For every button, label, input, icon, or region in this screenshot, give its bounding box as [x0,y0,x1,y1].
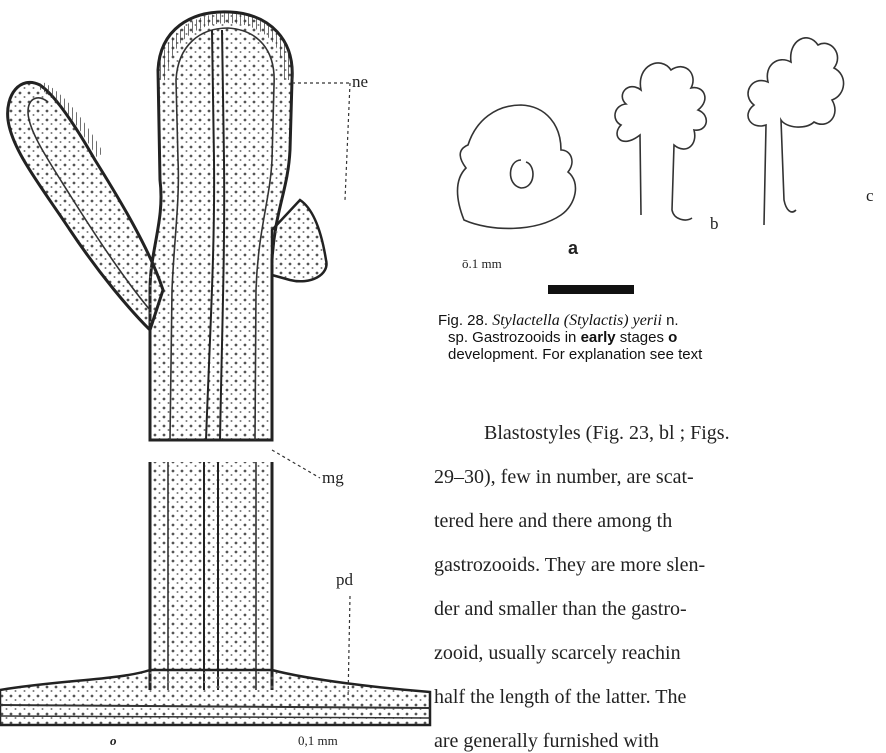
body-line: are generally furnished with [434,730,659,753]
stage-c-outline [748,38,844,225]
scale-bar [548,285,634,294]
stages-figure [436,0,886,300]
body-line: tered here and there among th [434,510,672,533]
body-line: half the length of the latter. The [434,686,686,709]
label-c: c [866,186,874,206]
scale-left-start: o [110,733,117,749]
label-mg: mg [322,468,344,488]
caption-species: Stylactella (Stylactis) yerii [492,312,662,329]
label-ne: ne [352,72,368,92]
tentacle [8,82,163,330]
label-pd: pd [336,570,353,590]
label-b: b [710,214,719,234]
caption-fig: Fig. 28. [438,312,488,329]
stage-b-outline [615,63,706,220]
scale-right-label: ō.1 mm [462,256,502,272]
section-figure [0,0,430,752]
body-line: zooid, usually scarcely reachin [434,642,681,665]
scale-left-end: 0,1 mm [298,733,338,749]
body-line: 29–30), few in number, are scat- [434,466,694,489]
body-line: der and smaller than the gastro- [434,598,687,621]
body-line: gastrozooids. They are more slen- [434,554,705,577]
body-line: Blastostyles (Fig. 23, bl ; Figs. [484,422,730,445]
label-a: a [568,238,578,259]
figure-caption: Fig. 28. Stylactella (Stylactis) yerii n… [438,312,886,363]
stage-a-outline [458,105,576,228]
